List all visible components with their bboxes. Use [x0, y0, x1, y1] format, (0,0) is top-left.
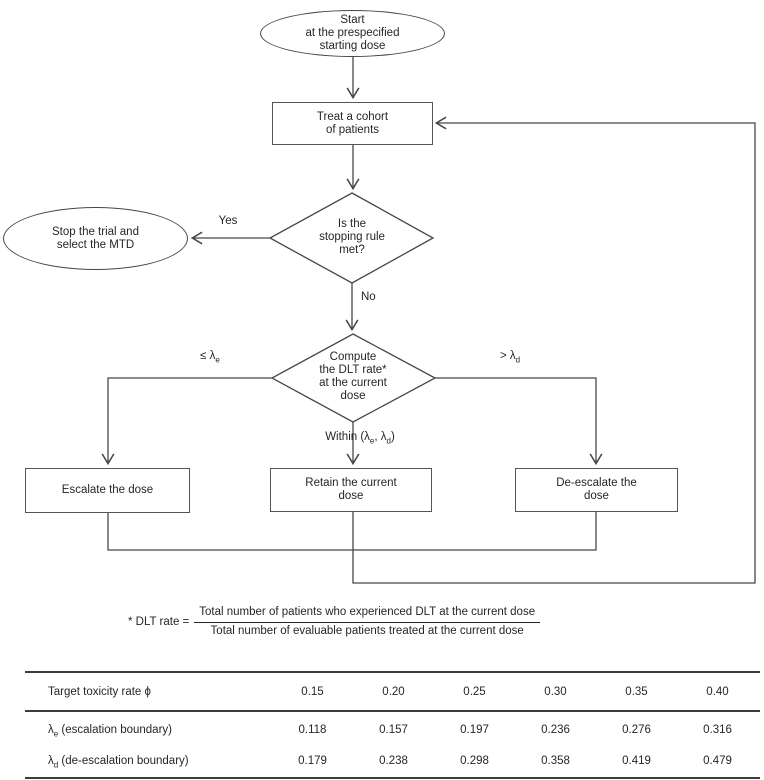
table-cell: 0.118 — [298, 724, 327, 736]
treat-line-1: Treat a cohort — [316, 110, 389, 123]
formula-numerator: Total number of patients who experienced… — [194, 606, 541, 623]
stop-trial-text: Stop the trial and select the MTD — [52, 226, 139, 252]
merge-line — [107, 512, 597, 551]
boundary-table: Target toxicity rate ϕ 0.15 0.20 0.25 0.… — [25, 671, 760, 779]
table-header-cell: 0.15 — [301, 685, 324, 698]
deescalate-line-1: De-escalate the — [556, 477, 637, 489]
stopping-line-2: stopping rule — [319, 231, 385, 243]
formula-lhs: * DLT rate = — [128, 615, 190, 628]
deescalation-row-label: λd (de-escalation boundary) — [25, 754, 272, 769]
stopping-rule-text: Is the stopping rule met? — [277, 218, 427, 257]
table-cell: 0.358 — [541, 754, 570, 767]
table-row-deescalation: λd (de-escalation boundary) 0.179 0.238 … — [25, 746, 760, 775]
within-part-1: Within (λ — [325, 431, 370, 443]
gt-lambda-sub: d — [515, 355, 521, 365]
treat-cohort-node: Treat a cohort of patients — [272, 102, 433, 145]
within-part-3: ) — [390, 431, 395, 443]
within-sub-d: d — [386, 436, 391, 446]
dlt-rate-formula: * DLT rate = Total number of patients wh… — [128, 606, 541, 638]
table-cell: 0.179 — [298, 754, 327, 767]
loop-back-to-treat — [352, 116, 756, 584]
compute-dlt-diamond — [270, 333, 437, 423]
retain-text: Retain the current dose — [305, 477, 396, 503]
escalate-text: Escalate the dose — [61, 484, 154, 496]
compute-line-4: dose — [340, 390, 366, 402]
formula-fraction: Total number of patients who experienced… — [194, 606, 541, 638]
stopping-line-3: met? — [339, 244, 365, 256]
arrow-deescalate-branch — [435, 377, 603, 466]
within-branch-label: Within (λe, λd) — [280, 431, 440, 446]
lambda-e-sub: e — [53, 729, 59, 739]
table-header-cell: 0.35 — [625, 685, 648, 698]
escalate-node: Escalate the dose — [25, 468, 190, 513]
table-cell: 0.298 — [460, 754, 489, 767]
table-cell: 0.316 — [703, 724, 732, 736]
deescalate-line-2: dose — [584, 490, 609, 502]
treat-cohort-text: Treat a cohort of patients — [317, 111, 388, 137]
escalation-row-label: λe (escalation boundary) — [25, 724, 272, 739]
retain-node: Retain the current dose — [270, 468, 432, 512]
stop-line-1: Stop the trial and — [52, 225, 139, 238]
table-cell: 0.157 — [379, 724, 408, 736]
table-header-row: Target toxicity rate ϕ 0.15 0.20 0.25 0.… — [25, 673, 760, 712]
yes-edge-label: Yes — [218, 215, 238, 227]
stopping-line-1: Is the — [337, 218, 367, 230]
flowchart-wires — [101, 57, 756, 584]
table-row-escalation: λe (escalation boundary) 0.118 0.157 0.1… — [25, 714, 760, 746]
deescalation-label-rest: (de-escalation boundary) — [58, 754, 189, 767]
within-part-2: , λ — [374, 431, 387, 443]
gt-lambda: > λ — [499, 350, 516, 362]
table-cell: 0.238 — [379, 754, 408, 767]
escalation-branch-label: ≤ λe — [168, 350, 252, 365]
compute-dlt-text: Compute the DLT rate* at the current dos… — [283, 351, 423, 403]
start-line-2: at the prespecified — [305, 27, 400, 39]
deescalate-node: De-escalate the dose — [515, 468, 678, 512]
le-lambda-sub: e — [215, 355, 220, 365]
table-header-cell: 0.40 — [706, 685, 729, 698]
treat-line-2: of patients — [325, 123, 380, 136]
table-header-cell: 0.25 — [463, 685, 486, 698]
table-cell: 0.197 — [460, 724, 489, 736]
stopping-rule-diamond — [268, 192, 435, 284]
table-cell: 0.236 — [541, 724, 570, 736]
retain-line-1: Retain the current — [305, 477, 397, 489]
no-edge-label: No — [361, 291, 376, 303]
start-node: Start at the prespecified starting dose — [260, 10, 445, 57]
stop-trial-node: Stop the trial and select the MTD — [3, 207, 188, 270]
lambda-d-sub: d — [53, 759, 59, 769]
deescalate-text: De-escalate the dose — [556, 477, 637, 503]
table-header-cell: 0.30 — [544, 685, 567, 698]
table-header-cell: 0.20 — [382, 685, 405, 698]
lambda-e: λ — [48, 724, 54, 736]
le-lambda: ≤ λ — [200, 350, 216, 362]
compute-line-3: at the current — [319, 377, 387, 389]
table-cell: 0.276 — [622, 724, 651, 736]
table-header-label: Target toxicity rate ϕ — [48, 685, 151, 698]
arrow-escalate-branch — [101, 377, 272, 466]
lambda-d: λ — [48, 754, 54, 767]
stop-line-2: select the MTD — [56, 238, 135, 251]
formula-denominator: Total number of evaluable patients treat… — [210, 625, 524, 637]
start-line-3: starting dose — [319, 40, 386, 52]
table-cell: 0.479 — [703, 754, 732, 767]
retain-line-2: dose — [338, 490, 364, 502]
start-node-text: Start at the prespecified starting dose — [306, 14, 400, 53]
deescalation-branch-label: > λd — [468, 350, 552, 365]
escalation-label-rest: (escalation boundary) — [58, 724, 172, 736]
within-sub-e: e — [369, 436, 375, 446]
compute-line-2: the DLT rate* — [319, 364, 387, 376]
compute-line-1: Compute — [329, 351, 377, 363]
start-line-1: Start — [340, 14, 365, 26]
table-cell: 0.419 — [622, 754, 651, 767]
